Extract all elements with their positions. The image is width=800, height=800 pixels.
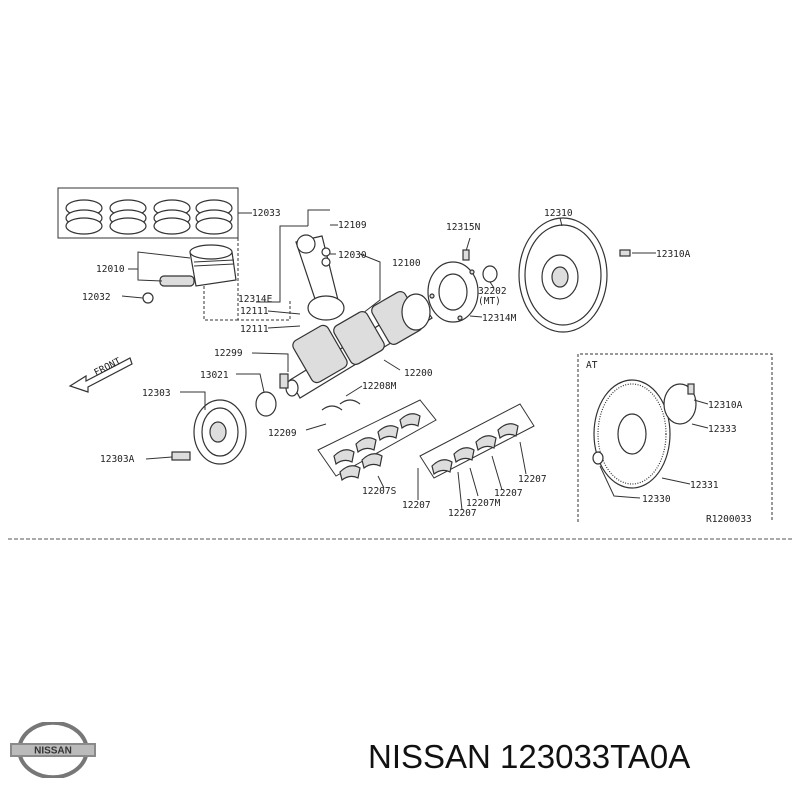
part-label: 12314M bbox=[482, 313, 517, 324]
part-label: 12331 bbox=[690, 480, 719, 491]
part-label: 12314E bbox=[238, 294, 273, 305]
part-label: 12207M bbox=[466, 498, 501, 509]
piston bbox=[142, 244, 237, 304]
part-label: 12208M bbox=[362, 381, 397, 392]
part-label: 12207 bbox=[518, 474, 547, 485]
flywheel bbox=[518, 217, 631, 333]
part-label: 12111 bbox=[240, 324, 269, 335]
part-label: 32202 bbox=[478, 286, 507, 297]
rear-oil-seal bbox=[427, 261, 479, 323]
part-label: 12209 bbox=[268, 428, 297, 439]
crankshaft bbox=[285, 291, 433, 399]
conrod-bearings bbox=[419, 403, 535, 479]
part-number-title: NISSAN 123033TA0A bbox=[368, 738, 691, 775]
part-label: 12207 bbox=[402, 500, 431, 511]
part-label: 12207 bbox=[494, 488, 523, 499]
part-label: 12207 bbox=[448, 508, 477, 519]
part-label: 12100 bbox=[392, 258, 421, 269]
part-label: 12303A bbox=[100, 454, 135, 465]
part-label: 12299 bbox=[214, 348, 243, 359]
part-label: 12200 bbox=[404, 368, 433, 379]
logo-text: NISSAN bbox=[34, 746, 72, 757]
at-flexplate-box bbox=[577, 353, 773, 522]
front-arrow: FRONT bbox=[68, 356, 133, 393]
part-label: AT bbox=[586, 360, 598, 371]
part-label: 12310 bbox=[544, 208, 573, 219]
connecting-rod bbox=[295, 234, 345, 321]
part-label: 12330 bbox=[642, 494, 671, 505]
part-label: (MT) bbox=[478, 296, 501, 307]
part-label: 12010 bbox=[96, 264, 125, 275]
main-bearings bbox=[317, 399, 437, 482]
part-label: 12310A bbox=[708, 400, 743, 411]
part-label: 12111 bbox=[240, 306, 269, 317]
part-label: 12310A bbox=[656, 249, 691, 260]
part-label: 12030 bbox=[338, 250, 367, 261]
part-label: 12032 bbox=[82, 292, 111, 303]
diagram-reference: R1200033 bbox=[706, 514, 752, 525]
nissan-logo: NISSAN bbox=[10, 722, 96, 778]
part-label: 12109 bbox=[338, 220, 367, 231]
part-label: 12207S bbox=[362, 486, 397, 497]
part-label: 12333 bbox=[708, 424, 737, 435]
part-label: 13021 bbox=[200, 370, 229, 381]
piston-ring-set bbox=[57, 187, 239, 239]
part-label: 12315N bbox=[446, 222, 481, 233]
part-label: 12303 bbox=[142, 388, 171, 399]
part-label: 12033 bbox=[252, 208, 281, 219]
parts-diagram: FRONT bbox=[8, 187, 792, 540]
crank-pulley bbox=[171, 399, 247, 465]
